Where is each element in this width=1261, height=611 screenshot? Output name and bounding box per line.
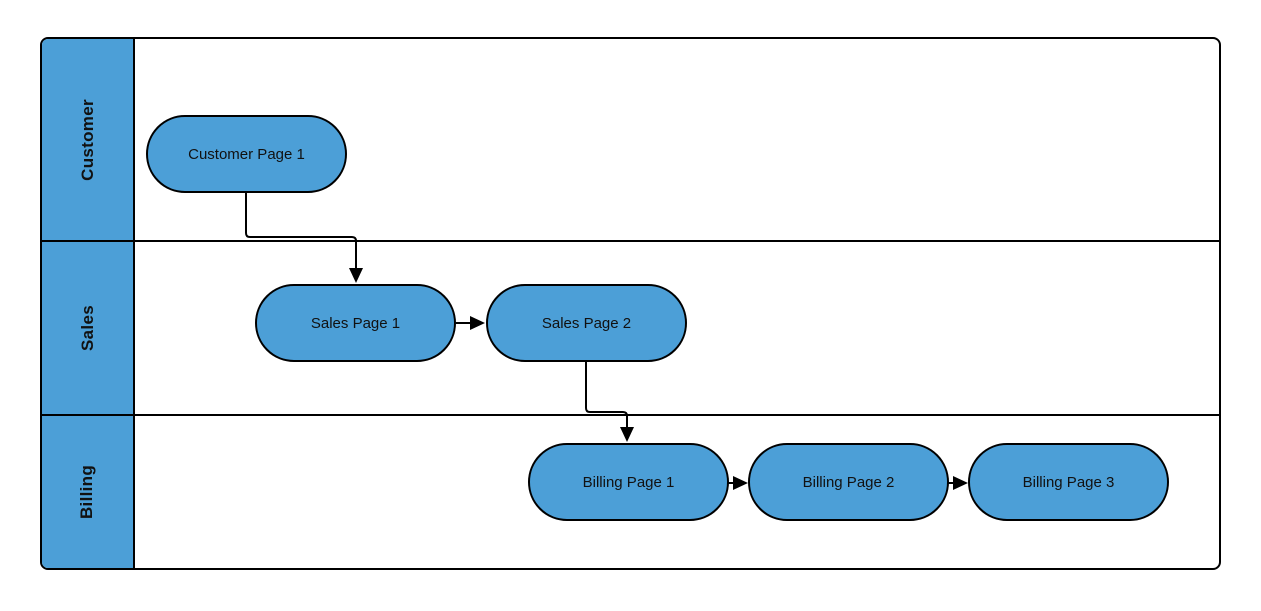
node-customer-page-1-label: Customer Page 1 (188, 145, 305, 163)
node-billing-page-1[interactable]: Billing Page 1 (528, 443, 729, 521)
node-billing-page-3[interactable]: Billing Page 3 (968, 443, 1169, 521)
node-billing-page-3-label: Billing Page 3 (1022, 473, 1115, 491)
lane-label-sales: Sales (77, 305, 97, 351)
node-sales-page-2-label: Sales Page 2 (541, 314, 632, 332)
lane-customer: Customer (42, 39, 1219, 242)
node-sales-page-1-label: Sales Page 1 (310, 314, 401, 332)
node-billing-page-2-label: Billing Page 2 (802, 473, 895, 491)
node-sales-page-2[interactable]: Sales Page 2 (486, 284, 687, 362)
lane-header-customer[interactable]: Customer (42, 39, 135, 240)
lane-header-sales[interactable]: Sales (42, 242, 135, 414)
node-sales-page-1[interactable]: Sales Page 1 (255, 284, 456, 362)
lane-label-billing: Billing (77, 464, 97, 520)
lane-sales: Sales (42, 242, 1219, 416)
lane-billing: Billing (42, 416, 1219, 568)
node-billing-page-2[interactable]: Billing Page 2 (748, 443, 949, 521)
node-billing-page-1-label: Billing Page 1 (582, 473, 675, 491)
lane-label-customer: Customer (77, 98, 97, 181)
lane-header-billing[interactable]: Billing (42, 416, 135, 568)
node-customer-page-1[interactable]: Customer Page 1 (146, 115, 347, 193)
